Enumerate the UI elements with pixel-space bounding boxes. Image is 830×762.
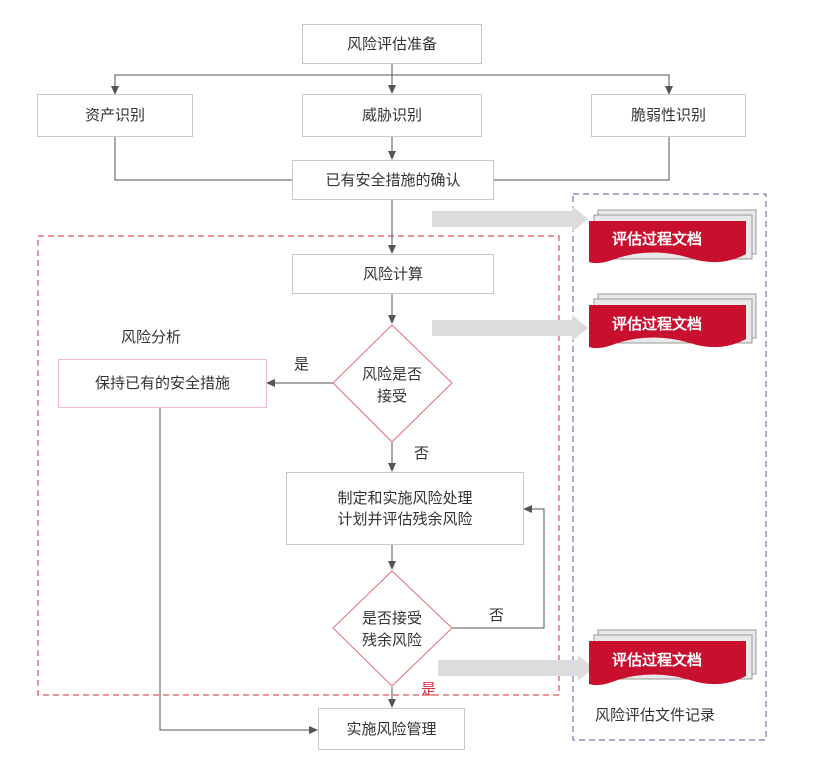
doc-stack-3: [589, 629, 757, 686]
doc-label-2: 评估过程文档: [612, 315, 703, 333]
node-risk-treatment-plan: 制定和实施风险处理 计划并评估残余风险: [286, 472, 524, 545]
gray-arrow-2: [432, 315, 588, 341]
risk-analysis-label: 风险分析: [121, 328, 182, 346]
no-label-plan: 否: [414, 444, 430, 462]
node-keep-existing-measures: 保持已有的安全措施: [58, 359, 267, 408]
decision-accept-residual: [332, 570, 453, 687]
doc-label-1: 评估过程文档: [612, 230, 703, 248]
node-threat-identification: 威胁识别: [302, 94, 482, 137]
doc-stack-1: [589, 209, 757, 264]
decision-accept-residual-text: 是否接受 残余风险: [342, 608, 442, 652]
records-label: 风险评估文件记录: [595, 706, 716, 724]
node-asset-identification: 资产识别: [37, 94, 193, 137]
risk-analysis-region: [37, 235, 560, 696]
gray-arrow-1: [432, 206, 588, 232]
decision2-line2: 残余风险: [361, 630, 422, 649]
gray-arrows: [432, 206, 594, 681]
connector-lines: [111, 64, 673, 734]
decision2-line1: 是否接受: [361, 609, 422, 627]
decision-accept-risk: [332, 324, 453, 443]
yes-label-keep: 是: [294, 355, 310, 373]
no-label-loop: 否: [489, 606, 505, 624]
yes-label-manage: 是: [421, 680, 437, 698]
decision1-line2: 接受: [376, 386, 407, 405]
node-vulnerability-identification: 脆弱性识别: [591, 94, 746, 137]
node-confirm-existing-measures: 已有安全措施的确认: [292, 160, 494, 200]
plan-line-2: 计划并评估残余风险: [337, 509, 473, 528]
decision-accept-risk-text: 风险是否 接受: [342, 364, 442, 408]
node-implement-risk-management: 实施风险管理: [318, 708, 465, 750]
node-risk-assessment-prep: 风险评估准备: [302, 24, 482, 64]
doc-stack-2: [589, 293, 757, 349]
plan-line-1: 制定和实施风险处理: [337, 489, 473, 508]
records-region: [572, 193, 767, 741]
decision1-line1: 风险是否: [361, 365, 422, 383]
gray-arrow-3: [438, 655, 594, 681]
doc-label-3: 评估过程文档: [612, 651, 703, 669]
node-risk-calculation: 风险计算: [292, 254, 494, 294]
